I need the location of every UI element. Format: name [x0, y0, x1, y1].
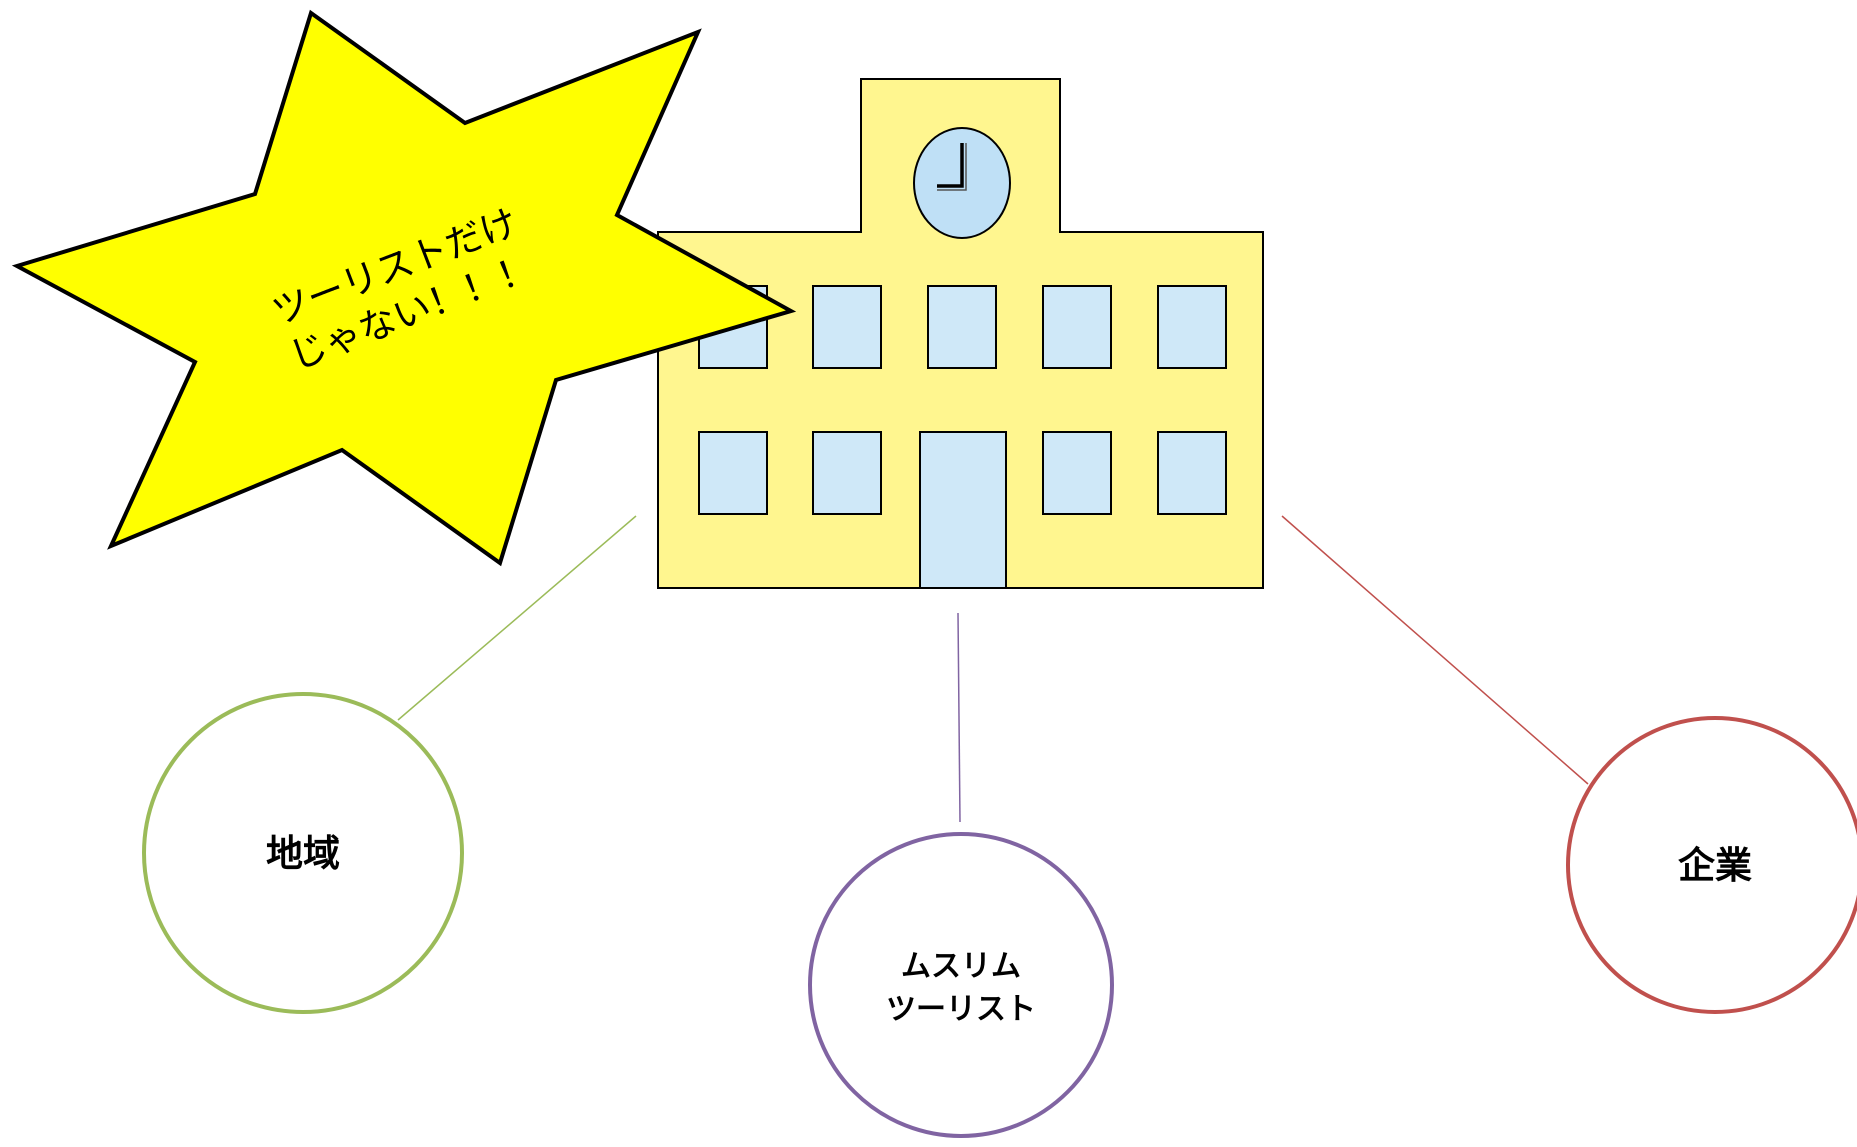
- connector-muslim-tourist: [957, 612, 961, 823]
- node-company: 企業: [1566, 716, 1857, 1014]
- connector-region: [397, 515, 637, 721]
- node-muslim-tourist-line-1: ムスリム: [901, 949, 1021, 984]
- node-muslim-tourist: ムスリム ツーリスト: [808, 832, 1114, 1138]
- burst-callout: ツーリストだけ じゃない！！！: [11, 9, 797, 567]
- entrance-door: [919, 431, 1007, 589]
- node-muslim-tourist-line-2: ツーリスト: [886, 992, 1036, 1027]
- windows-lower: [698, 431, 1227, 515]
- burst-shape: [11, 9, 797, 567]
- node-region-label: 地域: [266, 832, 340, 875]
- connector-company: [1281, 515, 1589, 785]
- node-company-label: 企業: [1678, 844, 1752, 887]
- clock-icon: [913, 127, 1011, 239]
- school-building-icon: [657, 78, 1264, 589]
- node-region: 地域: [142, 692, 464, 1014]
